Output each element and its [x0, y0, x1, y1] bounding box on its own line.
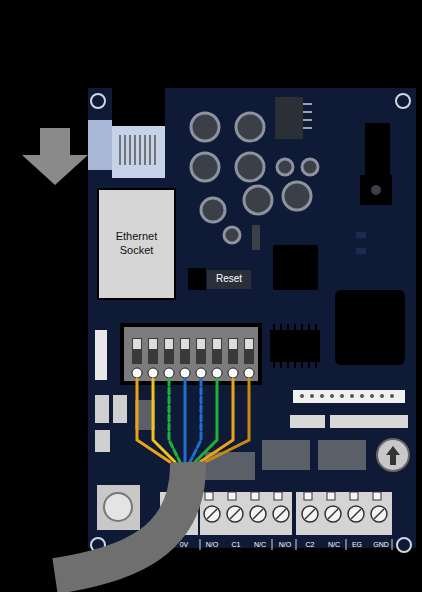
- terminal-label: N/O: [279, 541, 291, 548]
- relay-pad: [262, 440, 310, 470]
- relay-part: [365, 123, 390, 175]
- push-button: [97, 485, 140, 530]
- header-strips: [290, 390, 408, 428]
- terminal-label: C2: [306, 541, 315, 548]
- terminal-label: N/C: [254, 541, 266, 548]
- terminal-label: EG: [352, 541, 362, 548]
- micro-chip: [273, 245, 318, 290]
- terminal-label: N/O: [206, 541, 218, 548]
- module-part: [335, 290, 405, 365]
- label-dividers: [200, 539, 392, 550]
- potentiometer: [377, 439, 409, 471]
- relay-pad: [205, 452, 255, 480]
- reset-label-box: Reset: [207, 270, 251, 289]
- direction-arrow: [22, 128, 88, 185]
- rj45-jack: [88, 88, 165, 178]
- terminal-label: 0V: [180, 541, 189, 548]
- terminal-label: N/C: [328, 541, 340, 548]
- node-text: Ethernet Socket: [103, 230, 170, 258]
- jumper-part: [95, 395, 109, 423]
- smd-part: [356, 232, 366, 238]
- cable: [55, 462, 188, 576]
- regulator-chip: [275, 97, 312, 139]
- smd-part: [356, 248, 366, 254]
- relay-pad: [318, 440, 366, 470]
- mounting-holes: [91, 94, 411, 552]
- reset-button: [188, 268, 206, 290]
- cable-wires: [137, 379, 249, 462]
- pcb-board: [88, 88, 416, 548]
- node-text: Reset: [216, 273, 242, 286]
- jumper-part: [113, 395, 127, 423]
- terminal-label: C1: [232, 541, 241, 548]
- socket-box: Ethernet Socket: [97, 188, 176, 300]
- jumper-part: [95, 430, 110, 452]
- connector-part: [360, 175, 392, 205]
- smd-part: [252, 225, 260, 250]
- dip-switch: [120, 323, 262, 385]
- terminal-label: GND: [373, 541, 389, 548]
- ic-chip: [270, 324, 320, 368]
- connector-hole: [371, 185, 381, 195]
- led-part: [95, 330, 107, 380]
